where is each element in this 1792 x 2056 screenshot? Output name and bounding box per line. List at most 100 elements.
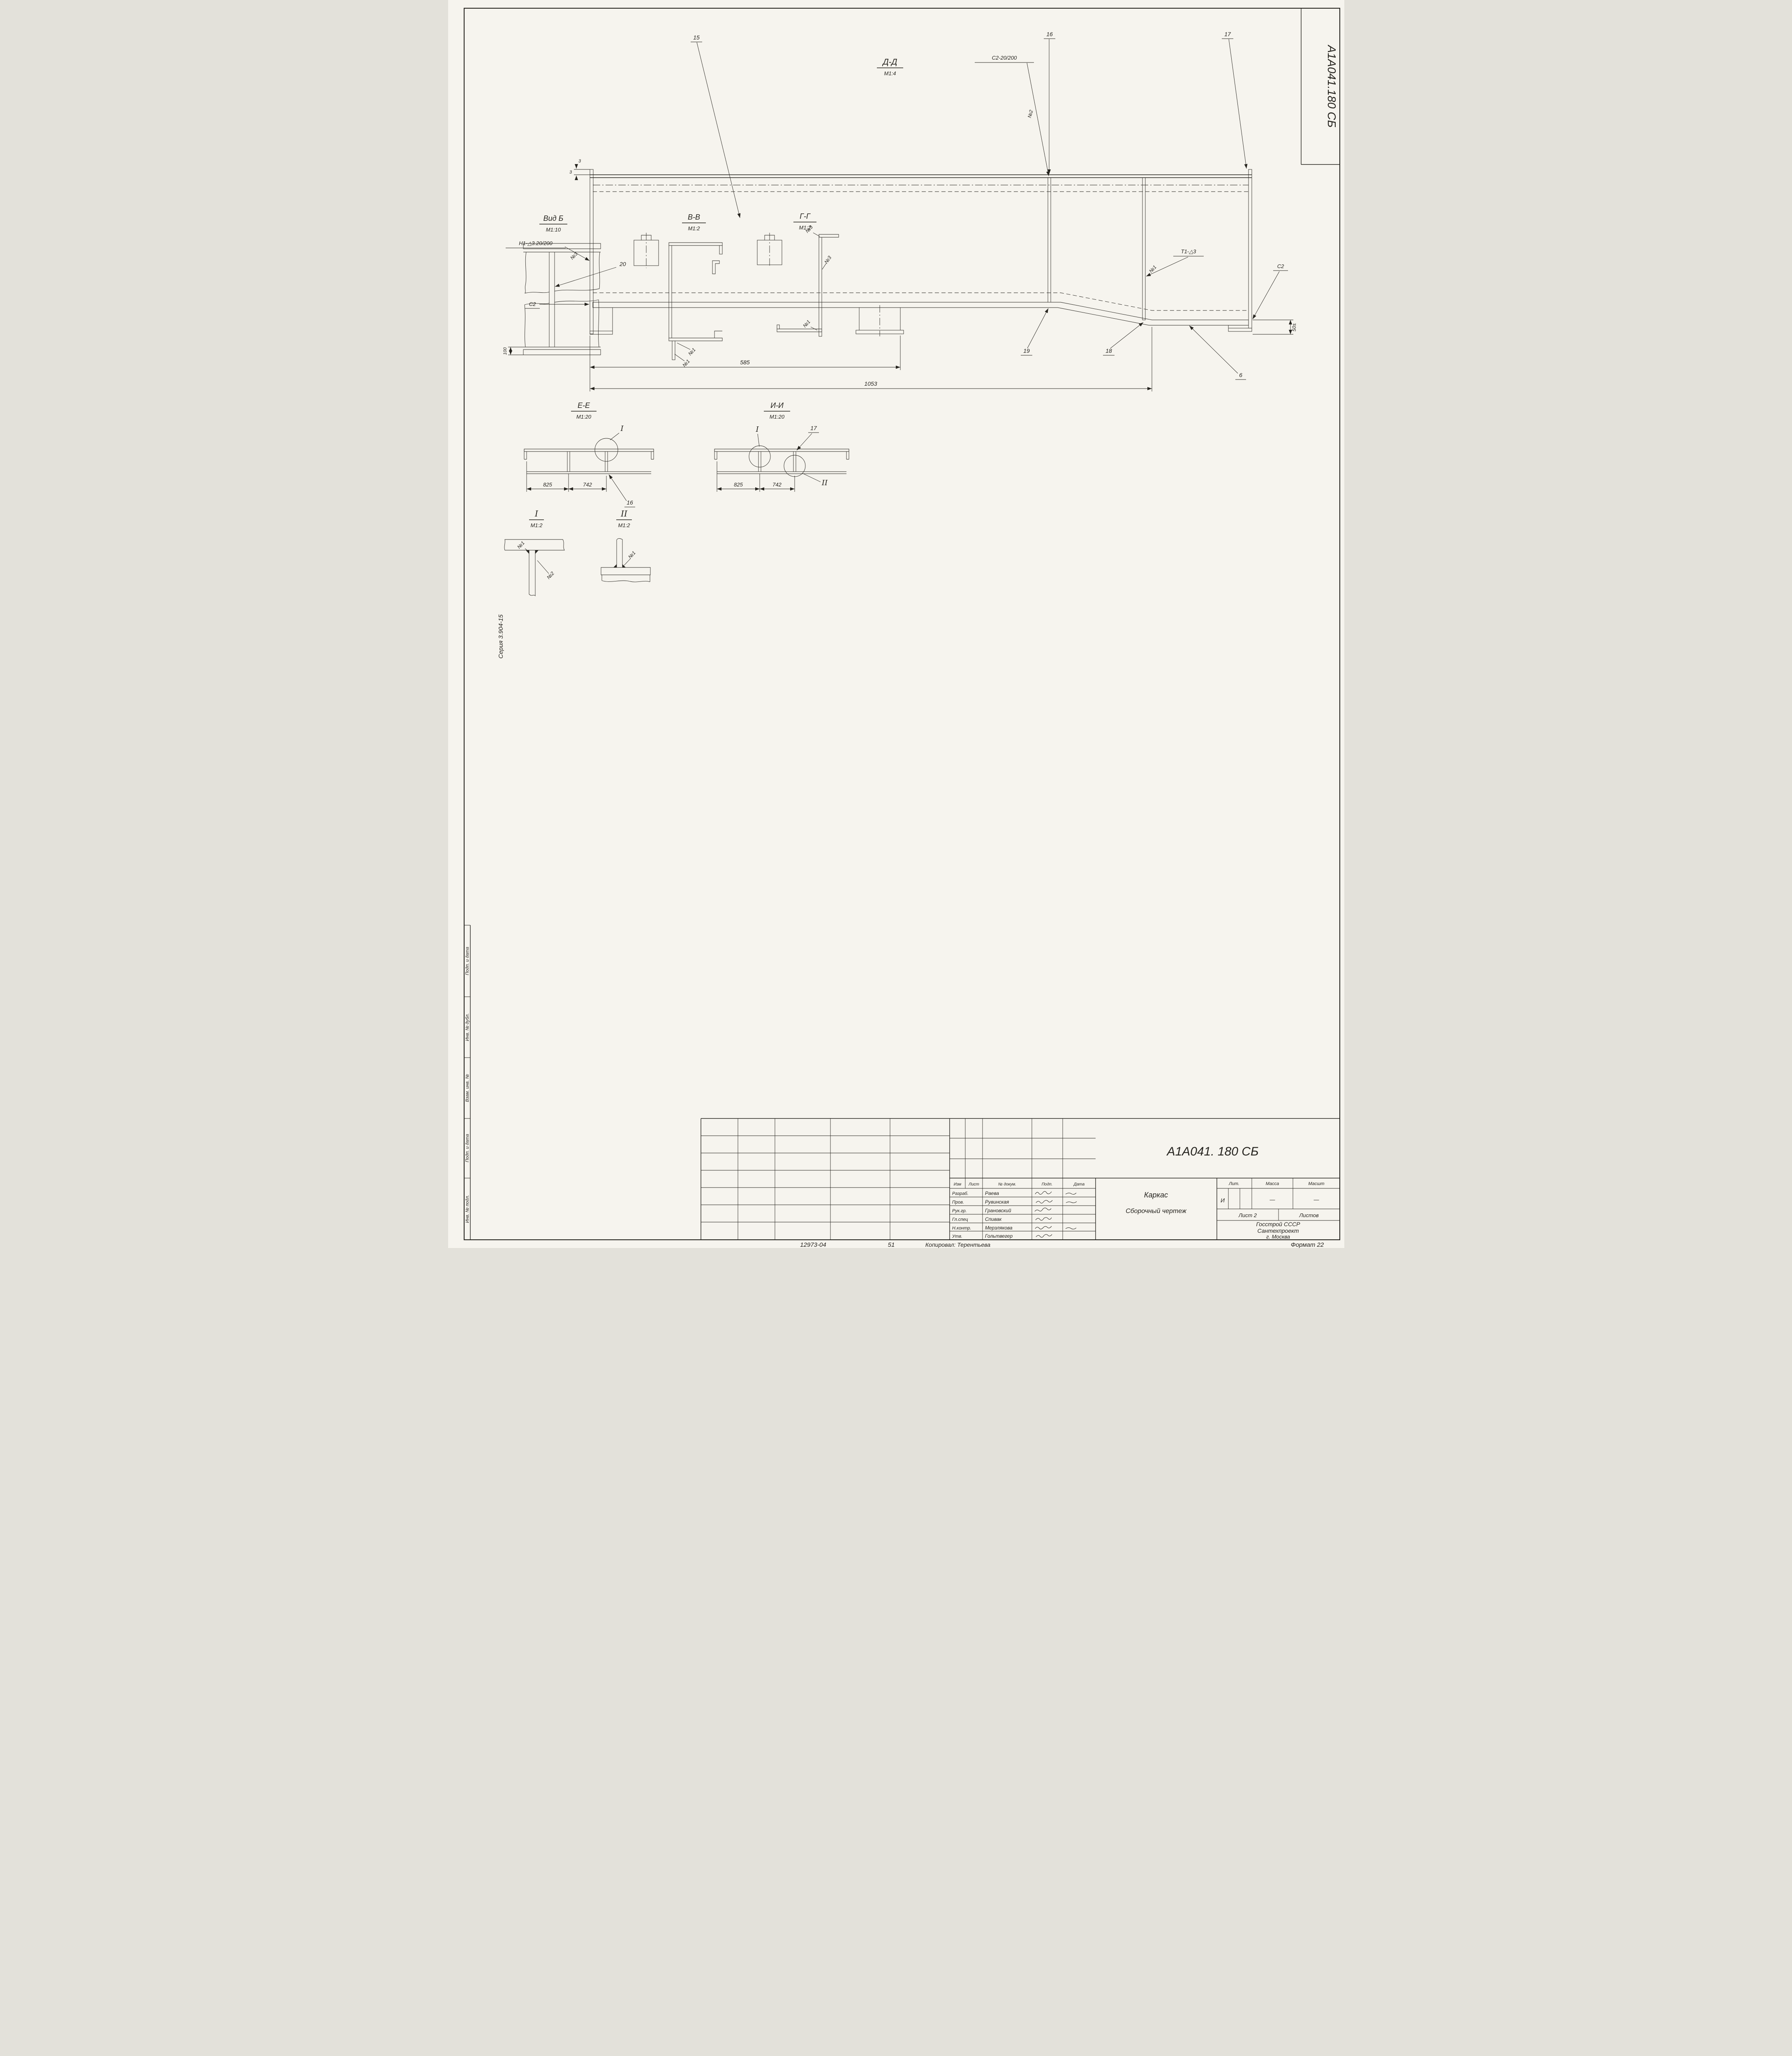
title-block: А1А041. 180 СБ Каркас Сборочный чертеж И… [700, 1118, 1340, 1240]
dd-weld-n1-label: №1 [1148, 264, 1158, 274]
margin-cell-2-label: Взам. инв. № [465, 1074, 470, 1102]
ee-detail-label: I [620, 424, 624, 433]
dd-weld-t1-label: Т1-△3 [1181, 248, 1196, 255]
corner-code-label: А1А041.180 СБ [1325, 44, 1338, 127]
vb-scale: М1:10 [546, 227, 561, 233]
margin-cell-4-label: Инв. № подл. [465, 1195, 470, 1223]
margin-cell-1-label: Инв. № дубл. [465, 1013, 470, 1041]
vb-title: Вид Б [543, 214, 563, 222]
doc-name: Каркас [1144, 1191, 1168, 1199]
sheet-footer: 12973-04 51 Копировал: Терентьева Формат… [800, 1241, 1324, 1248]
vb-dim-100: 100 [503, 347, 508, 355]
dd-pos6-label: 6 [1239, 372, 1242, 378]
dd-pos18-label: 18 [1105, 347, 1112, 354]
ii-scale: М1:20 [769, 414, 784, 420]
gg-top-lip [819, 234, 839, 238]
ee-top-chord [524, 449, 654, 452]
row-5-role: Утв. [952, 1234, 962, 1239]
ee-bottom-chord [526, 471, 651, 474]
org-line-1: Госстрой СССР [1256, 1221, 1300, 1227]
row-1-name: Рувинская [985, 1199, 1009, 1205]
doc-code: А1А041. 180 СБ [1166, 1145, 1258, 1158]
vv-top-flange [668, 242, 722, 246]
dd-dim-3b: 3 [569, 170, 572, 175]
vv-bottom-lip [672, 340, 675, 360]
dd-mid-foot [856, 305, 904, 336]
vb-center-channel [549, 252, 555, 347]
dd-weld-top-label: С2-20/200 [992, 55, 1017, 61]
ee-title: Е-Е [577, 401, 590, 410]
footer-copied-by: Копировал: Терентьева [925, 1241, 990, 1248]
dd-pos17-label: 17 [1224, 31, 1231, 37]
ee-detail-circle [594, 438, 618, 462]
vv-bottom-foot [668, 338, 722, 341]
drawing-canvas: А1А041.180 СБ Серия 3.904-15 Подп. и дат… [463, 7, 1340, 1248]
vv-right-lip [719, 245, 722, 255]
dd-bottom-rail [592, 302, 1249, 326]
dd-weld-c2-left-label: С2 [529, 301, 536, 307]
ii-detail2-label: II [821, 479, 828, 487]
ee-dim-825: 825 [543, 482, 552, 488]
row-5-name: Гольтвегер [985, 1233, 1013, 1239]
row-0-name: Раева [985, 1190, 999, 1196]
ii-dim-742: 742 [772, 482, 782, 488]
footer-format: Формат 22 [1290, 1241, 1324, 1248]
org-line-3: г. Москва [1266, 1234, 1290, 1240]
ii-pos17-label: 17 [810, 425, 817, 431]
d1-weld-n1-label: №1 [516, 540, 526, 550]
dd-weld-left-label: Н1-△3.20/200 [519, 240, 553, 246]
sheet-label: Лист 2 [1238, 1212, 1257, 1218]
ii-top-chord [714, 449, 849, 452]
org-line-2: Сантехпроект [1257, 1227, 1299, 1234]
d2-vertical-plate [616, 538, 622, 567]
footer-order-number: 12973-04 [800, 1241, 826, 1248]
gg-bottom-foot [777, 329, 822, 332]
hdr-izm: Изм [953, 1182, 961, 1187]
vb-bottom-band [523, 349, 601, 355]
gg-weld-n1-label: №1 [802, 319, 812, 329]
row-3-name: Спивак [985, 1216, 1002, 1222]
change-table-grid [701, 1118, 950, 1240]
scale-label: Масшт [1308, 1181, 1324, 1186]
view-b: Вид Б М1:10 20 100 [503, 214, 626, 355]
d2-scale: М1:2 [618, 522, 630, 528]
gg-web [819, 237, 822, 337]
d2-base-plate [601, 567, 650, 575]
dd-dim-3a: 3 [578, 159, 581, 164]
dd-pos16-label: 16 [1046, 31, 1053, 37]
vv-weld-n1a-label: №1 [687, 347, 697, 357]
dd-bracket-1 [634, 233, 659, 268]
scale-value: — [1313, 1197, 1319, 1203]
row-4-role: Н.контр. [952, 1226, 971, 1231]
sheet-frame: А1А041.180 СБ Серия 3.904-15 Подп. и дат… [463, 7, 1340, 1241]
vv-title: В-В [687, 213, 700, 221]
dd-dim-1053: 1053 [864, 380, 877, 387]
gg-title: Г-Г [800, 212, 811, 220]
ee-pos16-label: 16 [627, 499, 633, 506]
ee-stiffeners [567, 451, 608, 472]
d2-weld-fillet-left [613, 564, 617, 567]
view-gg: Г-Г М1:2 №3 №3 №1 [777, 212, 839, 337]
hdr-podp: Подп. [1041, 1182, 1052, 1187]
mass-label: Масса [1265, 1181, 1279, 1186]
d1-title: I [534, 509, 539, 519]
row-1-role: Пров. [952, 1200, 964, 1205]
series-label: Серия 3.904-15 [497, 614, 504, 659]
view-vv: В-В М1:2 №1 №1 [668, 213, 722, 368]
ii-detail-circle-1 [749, 445, 770, 468]
vv-clip-bracket [712, 260, 719, 274]
dd-dim-585: 585 [740, 359, 750, 366]
dd-divider-1 [1047, 177, 1051, 303]
d1-horizontal-plate [504, 539, 565, 551]
ii-bottom-chord [717, 471, 846, 474]
vb-top-band [523, 243, 601, 249]
left-margin-strip: Подп. и дата Инв. № дубл. Взам. инв. № П… [464, 925, 471, 1240]
vv-web [668, 245, 672, 338]
dd-weld-n2-label: №2 [1026, 109, 1034, 118]
dd-title: Д-Д [882, 58, 897, 67]
d2-weld-n1-label: №1 [627, 550, 637, 560]
hdr-data: Дата [1073, 1182, 1084, 1187]
drawing-sheet: А1А041.180 СБ Серия 3.904-15 Подп. и дат… [448, 0, 1344, 1248]
dd-weld-c2-right-label: С2 [1277, 263, 1284, 269]
vb-lower-panel-break [524, 299, 599, 347]
